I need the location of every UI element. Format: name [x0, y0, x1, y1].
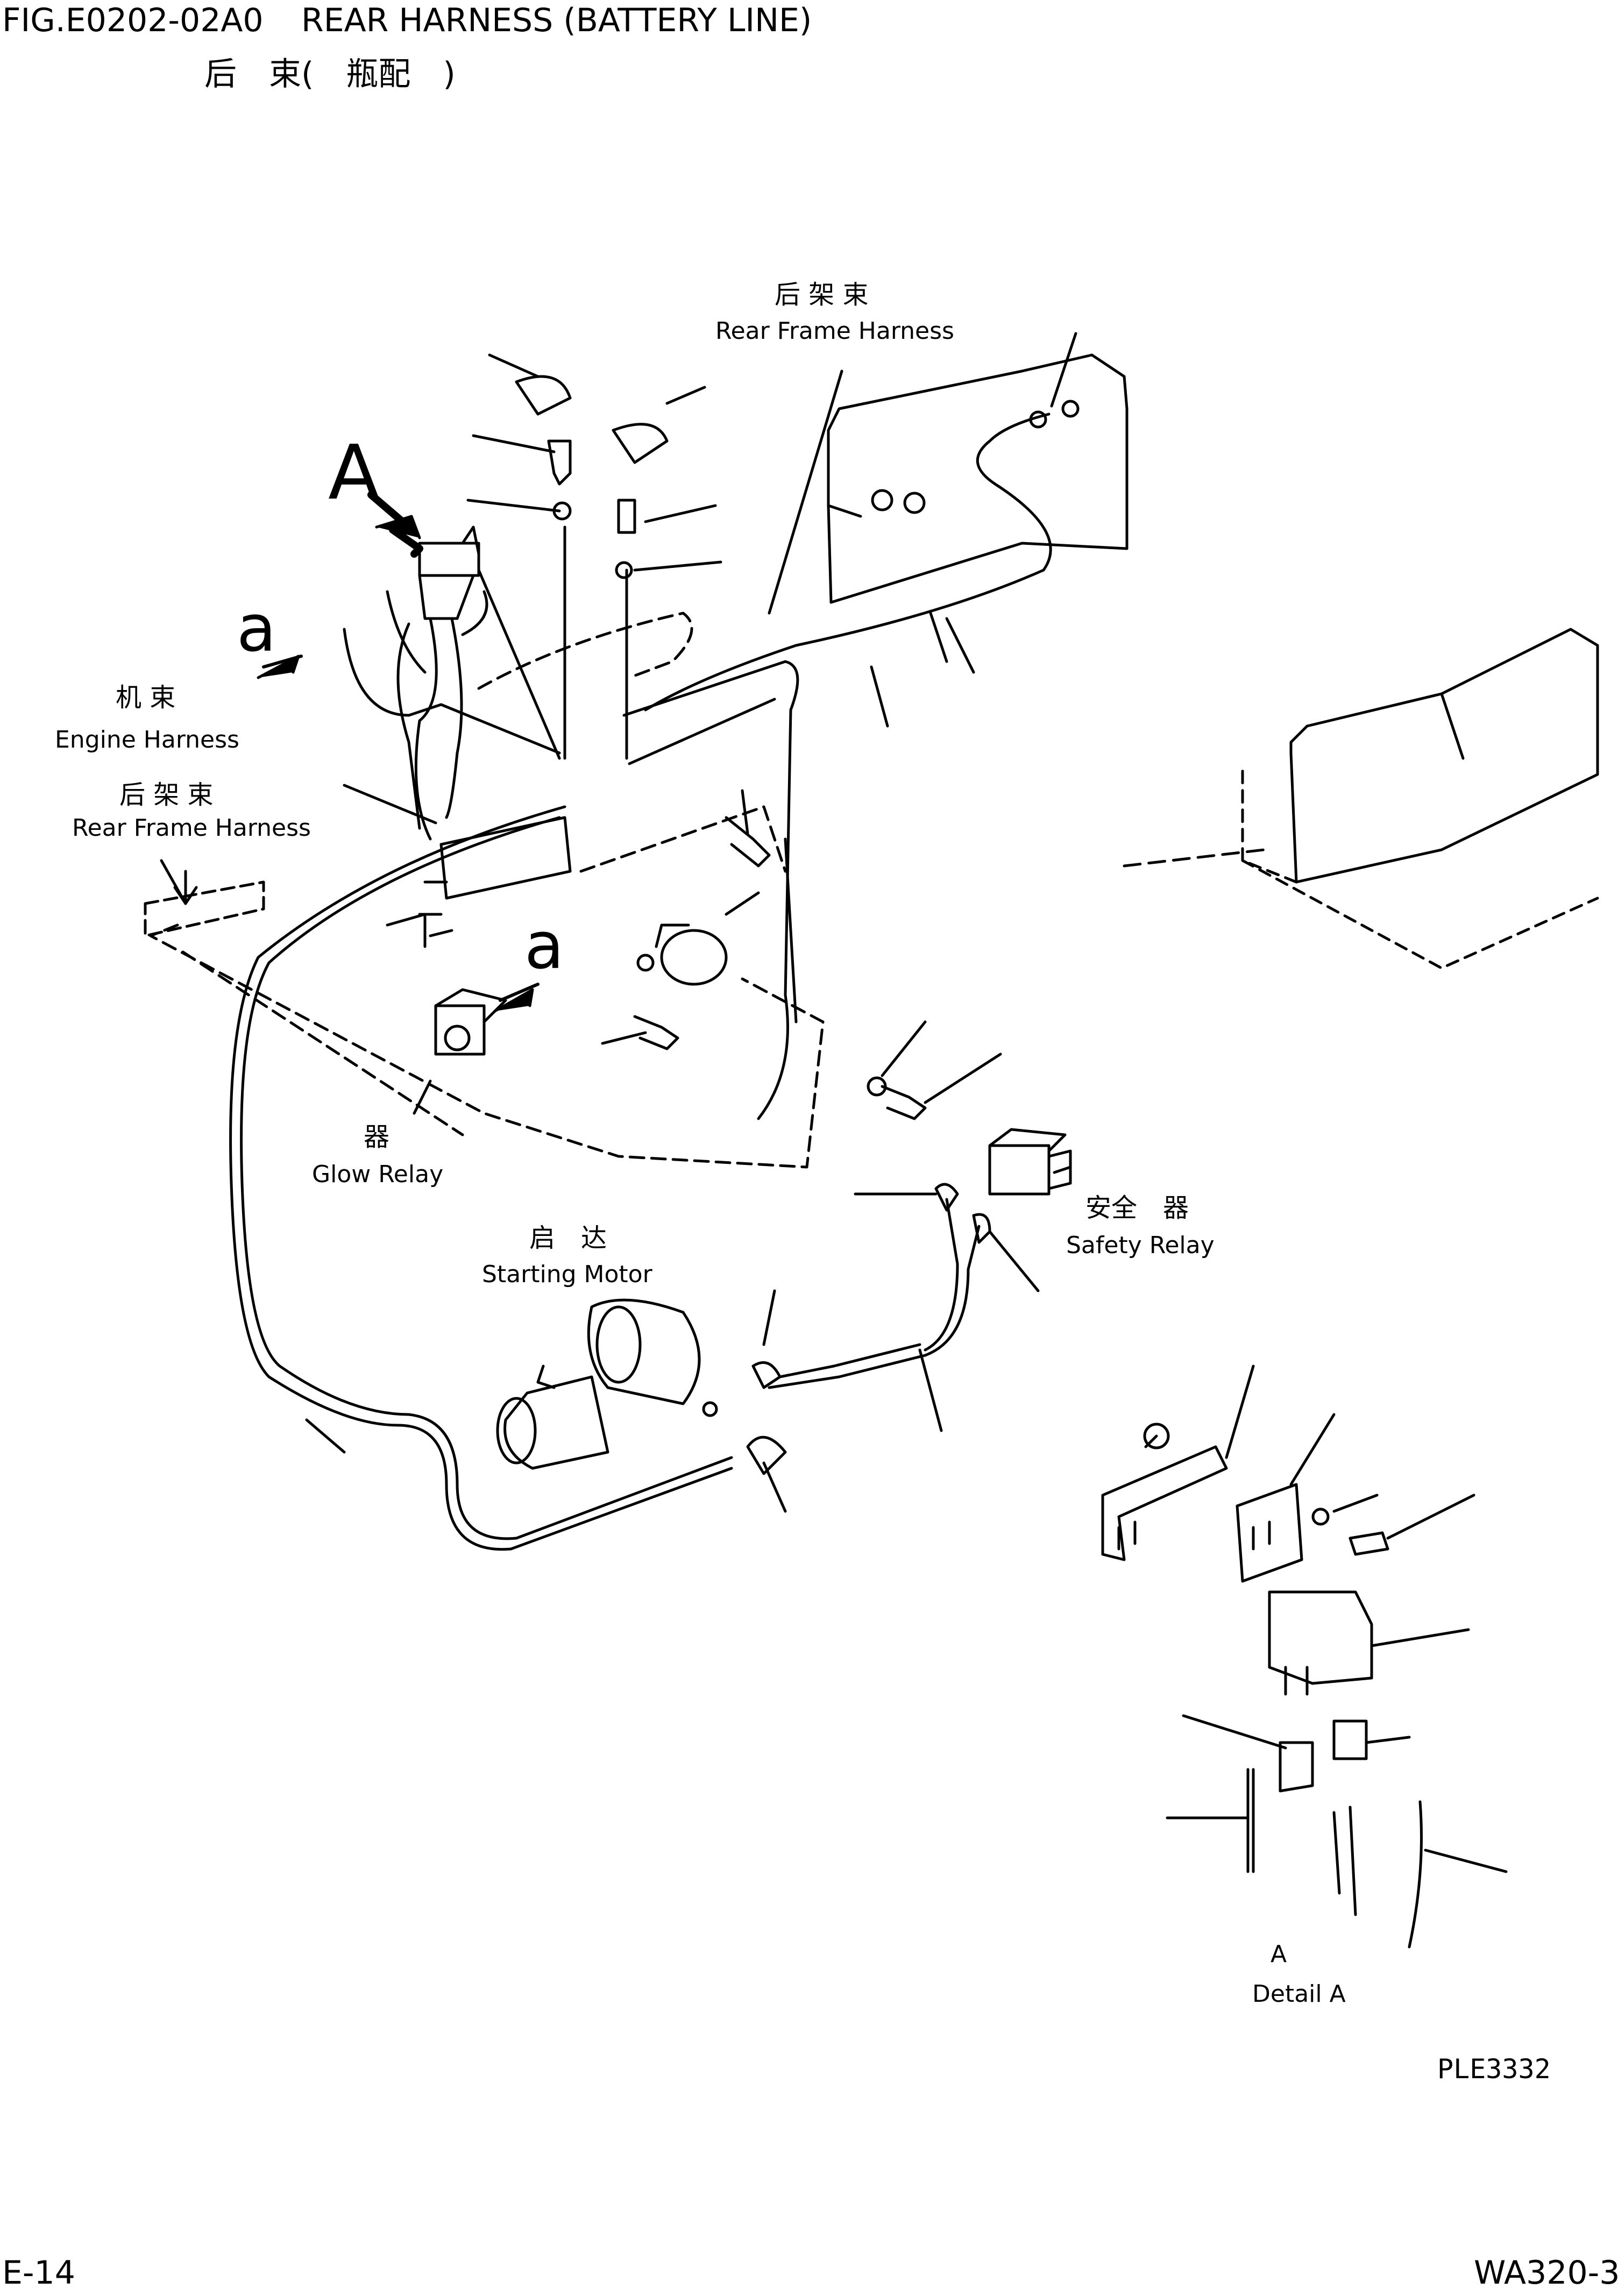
battery-cable-top — [644, 332, 1077, 728]
fig-code: FIG.E0202-02A0 — [2, 2, 264, 39]
engine-harness-label: Engine Harness — [55, 726, 239, 754]
safety-relay — [854, 1128, 1072, 1292]
main-harness-cable — [563, 525, 799, 1120]
rear-frame-harness-left-label: Rear Frame Harness — [72, 814, 311, 842]
glow-relay-label: Glow Relay — [312, 1161, 444, 1188]
engine-harness-assembly — [343, 525, 561, 841]
safety-relay-cn: 安全 器 — [1085, 1193, 1189, 1223]
bolts-middle — [601, 789, 1002, 1120]
callout-a-left: a — [237, 592, 276, 666]
solenoid — [636, 891, 760, 986]
glow-relay — [413, 988, 507, 1115]
starting-motor-label: Starting Motor — [482, 1261, 652, 1288]
rear-frame-harness-top-cn: 后 架 束 — [775, 280, 869, 310]
view-arrow-a — [367, 491, 423, 558]
detail-a-label: Detail A — [1252, 1980, 1346, 2008]
harness-bracket-plate — [386, 816, 572, 948]
starter-wire — [746, 1198, 981, 1513]
rear-frame-harness-left-cn: 后 架 束 — [119, 780, 214, 810]
page-title: REAR HARNESS (BATTERY LINE) — [301, 2, 812, 39]
safety-relay-label: Safety Relay — [1066, 1232, 1215, 1259]
starting-motor — [496, 1298, 718, 1470]
starting-motor-cn: 启 达 — [529, 1223, 607, 1253]
model-code: WA320-3 — [1474, 2254, 1618, 2292]
rear-frame-harness-top-label: Rear Frame Harness — [715, 317, 954, 345]
bolts-upper — [466, 353, 722, 579]
drawing-code: PLE3332 — [1437, 2053, 1551, 2085]
page-title-cn: 后 束( 瓶配 ) — [204, 55, 456, 93]
engine-harness-cn: 机 束 — [116, 683, 176, 713]
callout-a-center: a — [524, 909, 564, 984]
glow-relay-cn: 器 — [364, 1122, 390, 1152]
callout-view-a: A — [328, 429, 380, 517]
leader-lines — [144, 369, 843, 1013]
detail-a-parts — [1101, 1364, 1508, 1949]
detail-a-letter: A — [1271, 1940, 1287, 1968]
battery-left — [827, 353, 1129, 604]
battery-cable-long — [229, 805, 733, 1551]
page-number: E-14 — [2, 2254, 75, 2292]
battery-right — [1123, 628, 1599, 970]
